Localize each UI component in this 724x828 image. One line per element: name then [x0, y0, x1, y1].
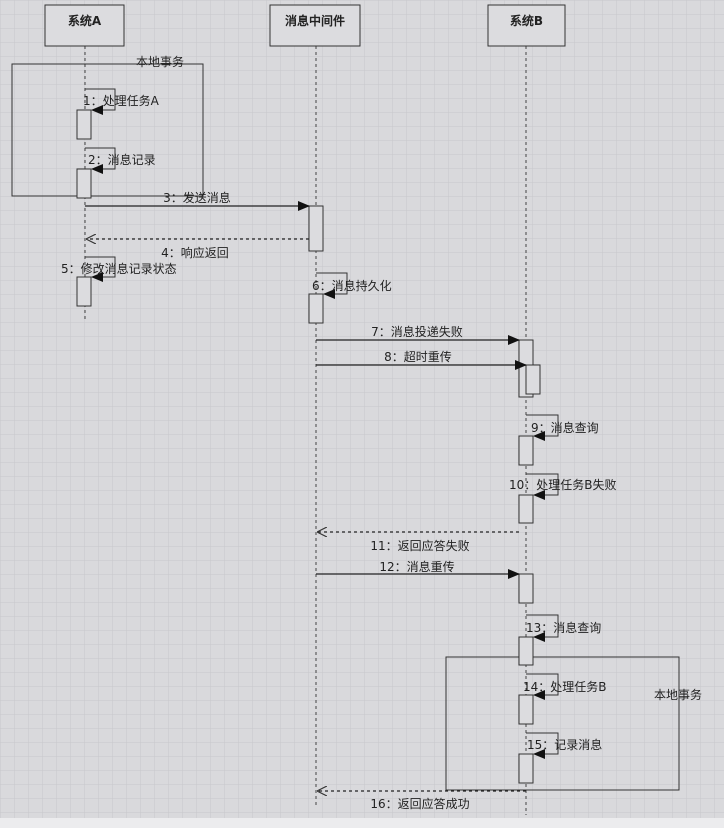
message-label: 15：记录消息 [527, 737, 602, 752]
activation-bar [518, 435, 534, 466]
bottom-strip [0, 818, 724, 828]
message-label: 12：消息重传 [379, 559, 454, 574]
activation-bar [308, 205, 324, 252]
message-label: 5：修改消息记录状态 [61, 261, 177, 276]
message-label: 3：发送消息 [163, 190, 231, 205]
activation-bar [518, 753, 534, 784]
message-label: 10：处理任务B失败 [509, 477, 617, 492]
activation-bar [76, 109, 92, 140]
message-label: 14：处理任务B [523, 679, 607, 694]
self-message-arrow [526, 673, 559, 700]
participant-middleware[interactable]: 消息中间件 [269, 4, 361, 47]
self-messages [85, 88, 559, 759]
activation-bar [308, 293, 324, 324]
self-message-arrow [316, 272, 348, 299]
message-label: 6：消息持久化 [312, 278, 392, 293]
message-label: 2：消息记录 [88, 152, 156, 167]
local-transaction-frame-b [445, 656, 680, 791]
messages [85, 201, 527, 791]
frame-label: 本地事务 [654, 687, 702, 702]
self-message-arrow [85, 88, 116, 115]
activation-bar [76, 276, 92, 307]
activation-bar [518, 494, 534, 524]
self-message-arrow [526, 473, 559, 500]
message-label: 16：返回应答成功 [370, 796, 469, 811]
message-labels: 1：处理任务A 2：消息记录 3：发送消息 4：响应返回 5：修改消息记录状态 … [61, 93, 617, 811]
participant-system-a[interactable]: 系统A [44, 4, 125, 47]
self-message-arrow [85, 147, 116, 174]
local-transaction-frame-a [11, 63, 204, 197]
participant-system-b[interactable]: 系统B [487, 4, 566, 47]
message-label: 8：超时重传 [384, 349, 452, 364]
self-message-arrow [526, 414, 559, 441]
message-label: 4：响应返回 [161, 245, 229, 260]
activations [76, 109, 541, 784]
message-label: 1：处理任务A [83, 93, 160, 108]
activation-bar [518, 636, 534, 666]
message-label: 9：消息查询 [531, 420, 599, 435]
message-label: 13：消息查询 [526, 620, 601, 635]
message-label: 7：消息投递失败 [371, 324, 463, 339]
self-message-arrow [85, 256, 116, 282]
participant-label: 系统B [510, 13, 543, 28]
message-label: 11：返回应答失败 [370, 538, 469, 553]
activation-bar [76, 168, 92, 199]
self-message-arrow [526, 614, 559, 642]
activation-bar [525, 364, 541, 395]
activation-bar [518, 573, 534, 604]
activation-bar [518, 694, 534, 725]
self-message-arrow [526, 732, 559, 759]
participant-label: 消息中间件 [285, 13, 345, 28]
participant-label: 系统A [68, 13, 102, 28]
frame-label: 本地事务 [136, 54, 184, 69]
